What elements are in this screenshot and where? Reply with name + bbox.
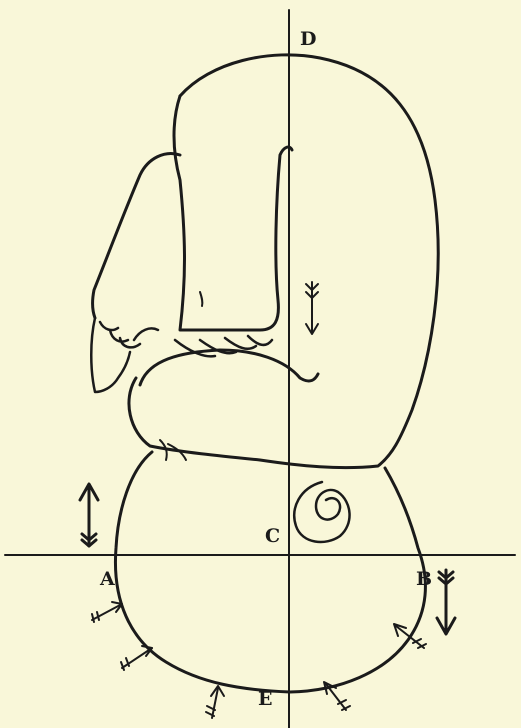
ear	[294, 482, 349, 542]
upper-arm	[174, 96, 292, 330]
arrow-down-icon	[437, 570, 455, 634]
label-d: D	[300, 30, 316, 49]
label-e: E	[258, 690, 272, 709]
arrow-up-icon	[80, 484, 98, 546]
pressure-arrow-icon	[92, 602, 122, 622]
label-c: C	[265, 527, 280, 546]
pressure-arrow-icon	[121, 646, 152, 670]
label-a: A	[100, 570, 115, 589]
internal-down-arrow-icon	[306, 282, 318, 334]
label-b: B	[416, 570, 432, 589]
forearm	[140, 350, 318, 385]
pressure-arrow-icon	[394, 624, 426, 648]
knee-crease	[200, 292, 202, 306]
foot	[91, 318, 158, 392]
pressure-arrow-icon	[206, 686, 224, 718]
head-outline	[115, 452, 425, 692]
leg	[93, 154, 180, 318]
